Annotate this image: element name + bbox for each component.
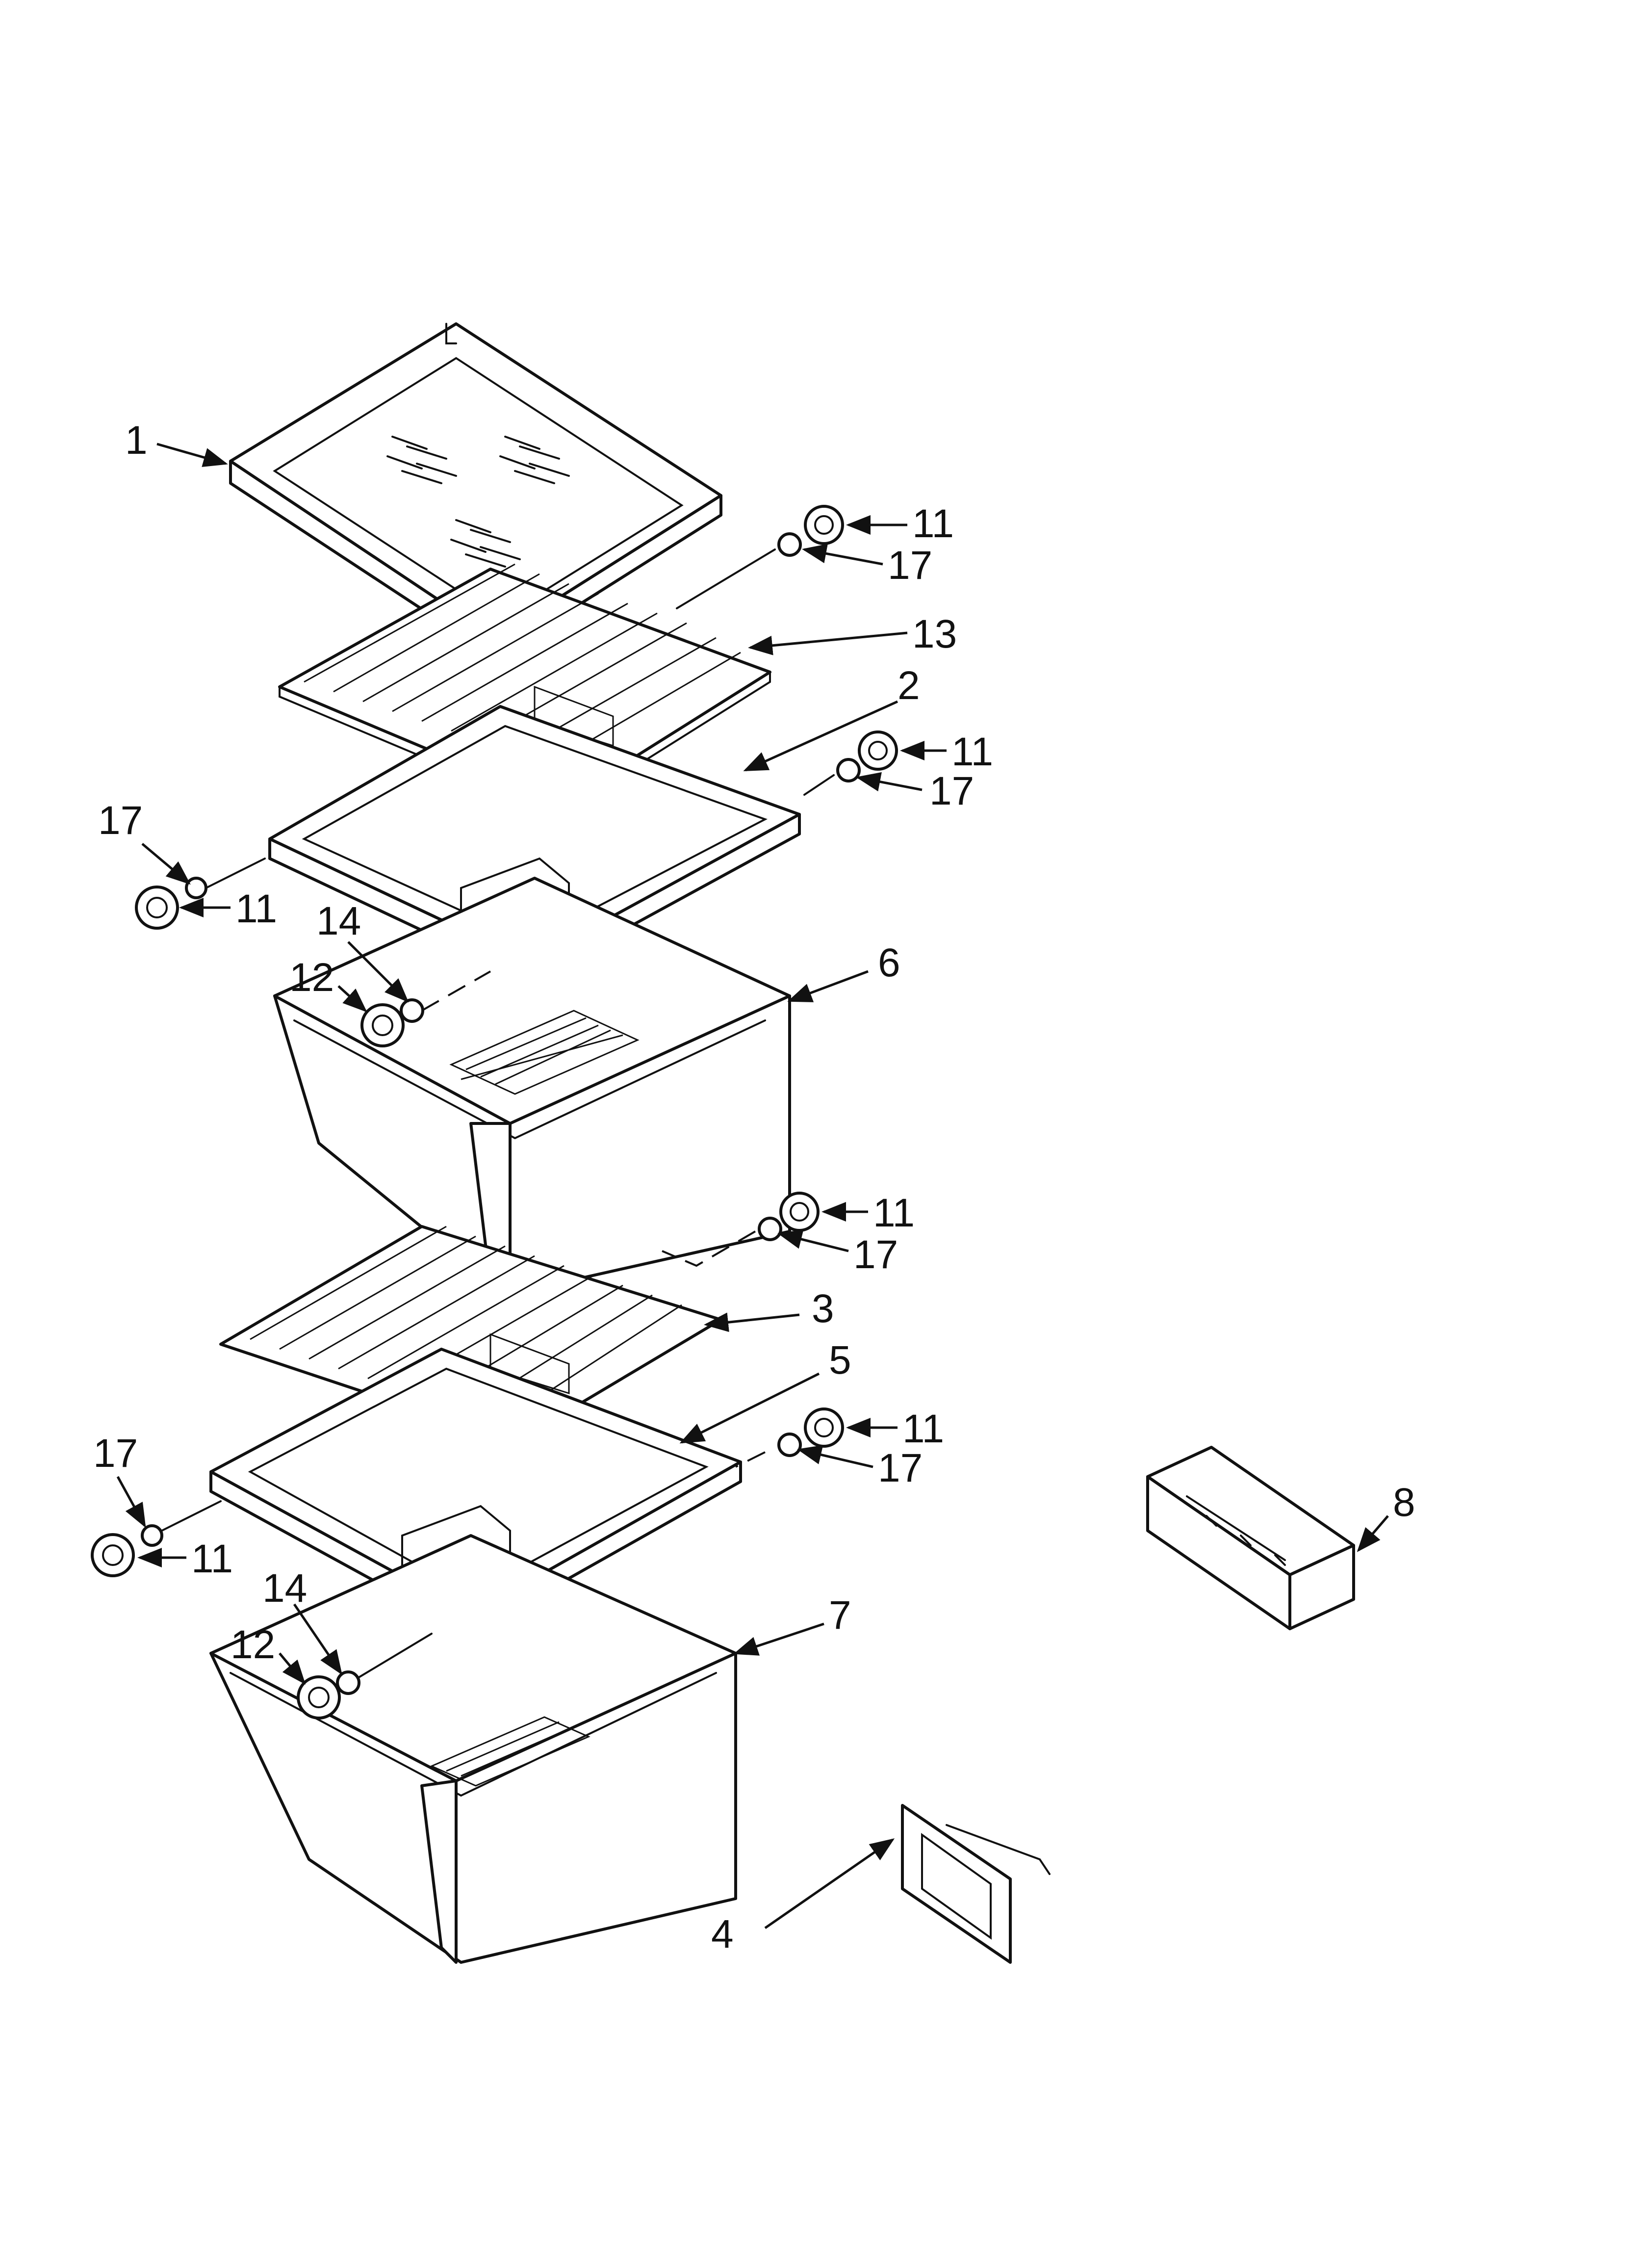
callout-13: 13 (912, 612, 957, 656)
leader-lines (116, 443, 1389, 1929)
callout-1: 1 (125, 418, 148, 463)
label-part-4 (901, 1804, 1051, 1964)
callout-17: 17 (853, 1232, 898, 1277)
callout-11: 11 (912, 501, 954, 546)
vent-slots (386, 436, 570, 568)
callout-5: 5 (829, 1338, 851, 1382)
callout-6: 6 (878, 940, 900, 985)
callout-7: 7 (829, 1593, 851, 1638)
callout-3: 3 (812, 1286, 834, 1331)
callout-11: 11 (902, 1407, 944, 1451)
callout-17: 17 (878, 1446, 923, 1490)
top-shelf-part-1 (229, 322, 722, 659)
callout-14: 14 (316, 899, 361, 943)
callout-12: 12 (231, 1622, 275, 1667)
callout-11: 11 (191, 1537, 233, 1581)
assembly-lines (161, 548, 835, 1679)
callout-12: 12 (289, 955, 334, 1000)
callout-17: 17 (888, 543, 932, 588)
callout-17: 17 (929, 769, 974, 813)
crisper-frame-part-2 (268, 705, 801, 983)
callout-labels: 1 11 17 13 2 11 17 17 11 14 12 6 11 17 3… (93, 418, 1415, 1956)
callout-2: 2 (898, 663, 920, 708)
hardware-parts (91, 505, 898, 1720)
callout-17: 17 (98, 798, 143, 843)
callout-17: 17 (93, 1431, 138, 1476)
door-bin-part-8 (1146, 1446, 1355, 1630)
callout-4: 4 (711, 1912, 734, 1956)
callout-11: 11 (235, 886, 277, 931)
shelf-insert-part-13 (278, 563, 771, 816)
callout-11: 11 (873, 1191, 915, 1235)
callout-14: 14 (262, 1566, 307, 1611)
callout-8: 8 (1393, 1480, 1415, 1525)
callout-11: 11 (951, 730, 993, 774)
